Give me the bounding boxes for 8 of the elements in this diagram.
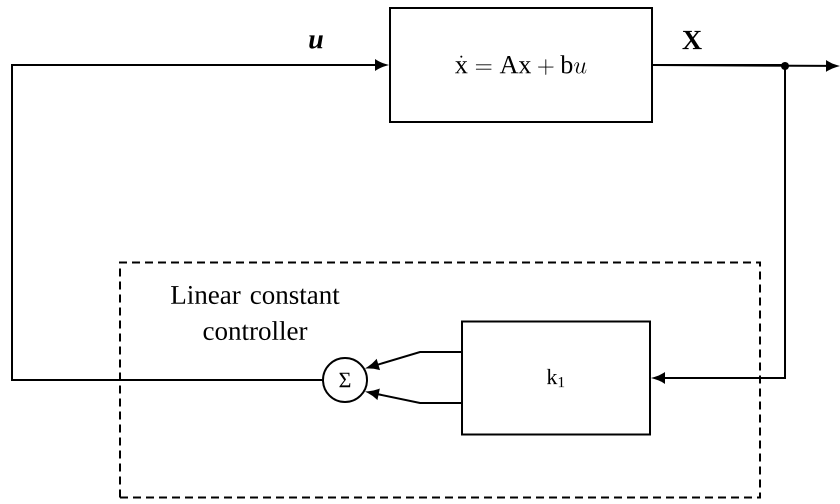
arrow (11, 60, 386, 381)
arrow (367, 389, 461, 404)
gain-box: k$_{1}$ (461, 320, 651, 436)
arrow (653, 64, 786, 384)
edge-label: u (309, 35, 323, 49)
process-box: $\dot{\mathrm{x}} = \mathrm{Ax} + \mathrm{b}u$ (389, 7, 653, 123)
arrow (367, 351, 461, 370)
edge-label: X (682, 30, 702, 50)
